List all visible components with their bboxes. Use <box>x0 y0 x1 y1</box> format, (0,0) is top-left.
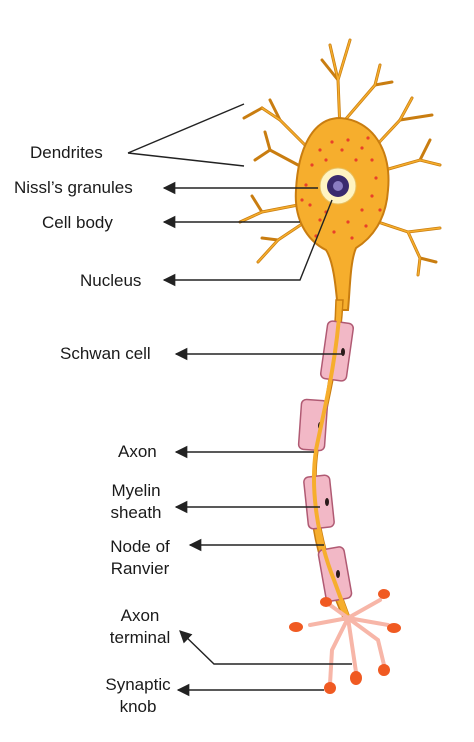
terminal-arrow <box>179 630 352 665</box>
label-schwan-cell: Schwan cell <box>60 344 151 363</box>
synaptic-knob <box>378 589 390 599</box>
axon-core <box>312 304 350 619</box>
cell-body-shape <box>294 116 390 311</box>
label-axon: Axon <box>118 442 157 461</box>
label-axon-terminal: Axon terminal <box>100 605 180 649</box>
label-node-line-1: Node of <box>110 537 170 556</box>
label-myelin-line-2: sheath <box>110 503 162 522</box>
synaptic-knobs <box>289 589 401 694</box>
axon-terminal-branches <box>308 598 390 686</box>
label-synaptic-knob: Synaptic knob <box>96 674 180 718</box>
schwann-cell-3 <box>303 474 335 530</box>
label-node-of-ranvier: Node of Ranvier <box>98 536 182 580</box>
dendrites-fill <box>239 39 441 276</box>
schwann-cell-4 <box>317 546 353 602</box>
synaptic-knob <box>320 597 332 607</box>
nucleolus <box>333 181 343 191</box>
label-synaptic-line-1: Synaptic <box>105 675 171 694</box>
label-nissl-granules: Nissl’s granules <box>14 178 133 197</box>
label-nucleus: Nucleus <box>80 271 142 290</box>
label-dendrites: Dendrites <box>30 143 103 162</box>
label-myelin-sheath: Myelin sheath <box>96 480 176 524</box>
synaptic-knob <box>387 623 401 633</box>
label-cell-body: Cell body <box>42 213 113 232</box>
dendrites-leader-1 <box>127 103 245 154</box>
dendrites-leader-2 <box>127 152 245 167</box>
label-node-line-2: Ranvier <box>110 559 170 578</box>
nucleus-arrow <box>162 199 333 287</box>
synaptic-knob <box>289 622 303 632</box>
leader-lines <box>127 103 352 697</box>
label-synaptic-line-2: knob <box>119 697 157 716</box>
label-terminal-line-1: Axon <box>120 606 160 625</box>
synaptic-knob <box>324 682 336 694</box>
synaptic-knob <box>350 671 362 685</box>
label-terminal-line-2: terminal <box>109 628 171 647</box>
nissl-granules <box>300 136 382 240</box>
label-myelin-line-1: Myelin <box>111 481 161 500</box>
synaptic-knob <box>378 664 390 676</box>
